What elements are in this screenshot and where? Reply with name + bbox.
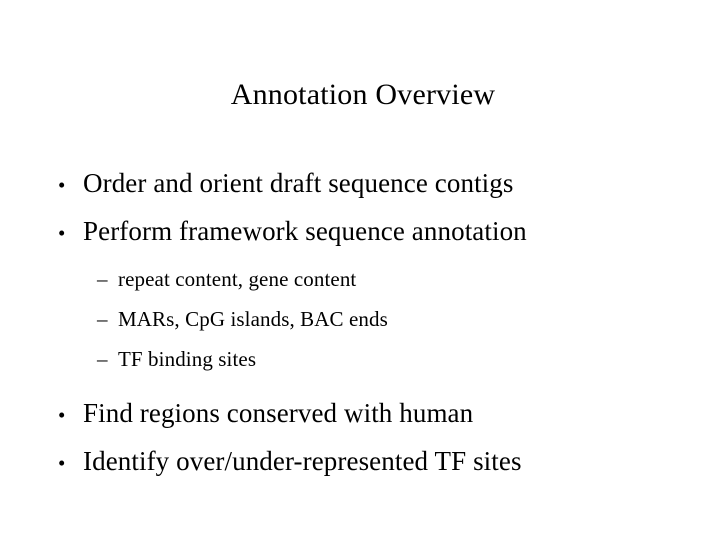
bullet-text: Find regions conserved with human — [83, 398, 474, 428]
subbullet-item-mars-cpg-bac: – MARs, CpG islands, BAC ends — [0, 299, 720, 339]
subbullet-text: repeat content, gene content — [118, 267, 357, 291]
dash-marker-icon: – — [97, 307, 108, 331]
subbullet-item-repeat-gene-content: – repeat content, gene content — [0, 259, 720, 299]
bullet-item-identify-tf-sites: • Identify over/under-represented TF sit… — [0, 438, 720, 486]
bullet-text: Order and orient draft sequence contigs — [83, 168, 514, 198]
bullet-item-order-orient: • Order and orient draft sequence contig… — [0, 160, 720, 208]
bullet-marker-icon: • — [58, 173, 66, 197]
bullet-item-find-conserved-regions: • Find regions conserved with human — [0, 390, 720, 438]
subbullet-item-tf-binding-sites: – TF binding sites — [0, 339, 720, 379]
bullet-text: Perform framework sequence annotation — [83, 216, 527, 246]
subbullet-group: – repeat content, gene content – MARs, C… — [0, 259, 720, 379]
dash-marker-icon: – — [97, 347, 108, 371]
slide-body-content: • Order and orient draft sequence contig… — [0, 160, 720, 486]
dash-marker-icon: – — [97, 267, 108, 291]
bullet-item-perform-annotation: • Perform framework sequence annotation — [0, 208, 720, 256]
slide-title: Annotation Overview — [230, 78, 496, 111]
bullet-marker-icon: • — [58, 451, 66, 475]
subbullet-text: MARs, CpG islands, BAC ends — [118, 307, 388, 331]
bullet-marker-icon: • — [58, 403, 66, 427]
subbullet-text: TF binding sites — [118, 347, 257, 371]
bullet-text: Identify over/under-represented TF sites — [83, 446, 522, 476]
bullet-marker-icon: • — [58, 221, 66, 245]
